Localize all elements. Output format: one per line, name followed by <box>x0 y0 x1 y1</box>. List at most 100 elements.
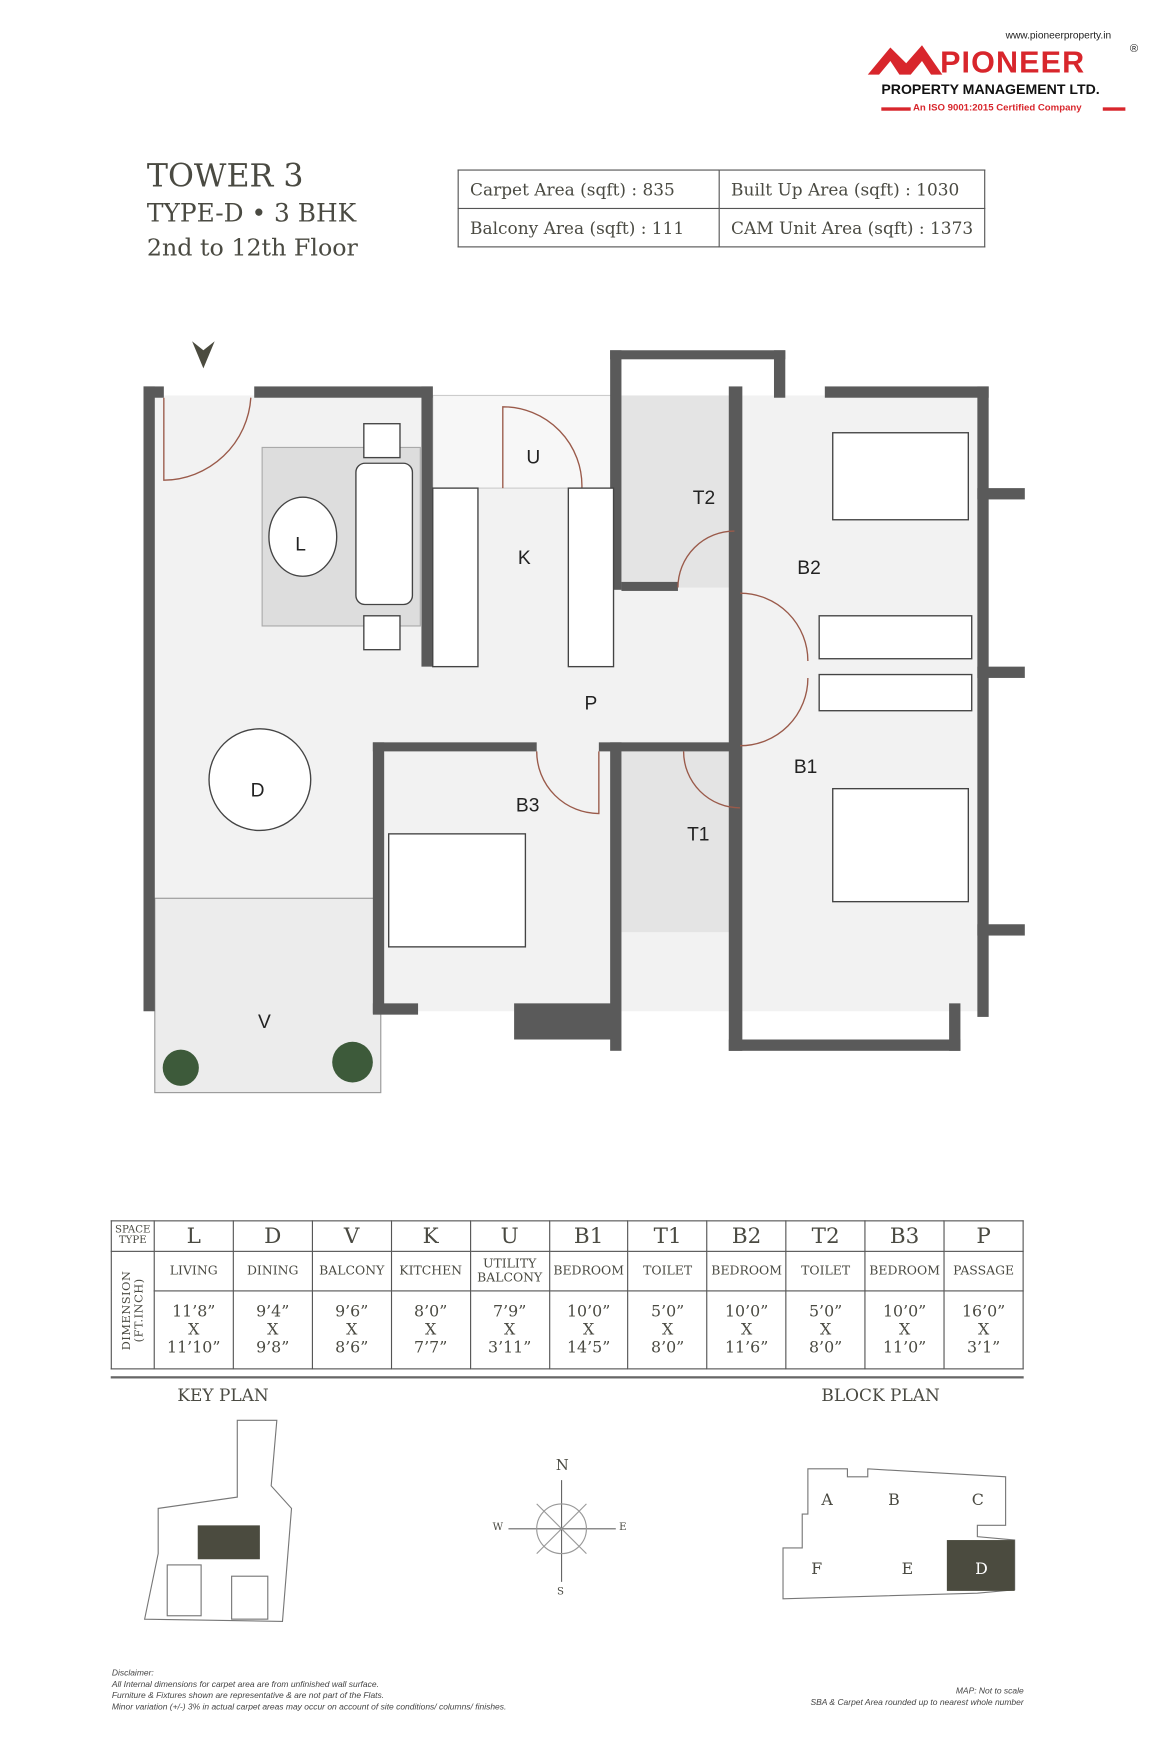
space-code: B1 <box>548 1220 629 1252</box>
space-type-label: SPACE TYPE <box>110 1220 155 1252</box>
dimension-d2: 11’6” <box>724 1338 769 1358</box>
block-plan-title: BLOCK PLAN <box>821 1385 940 1406</box>
compass-n: N <box>555 1457 569 1475</box>
unit-type: TYPE-D • 3 BHK <box>146 199 357 229</box>
dimension-d2: 11’0” <box>882 1338 927 1358</box>
notes: MAP: Not to scale SBA & Carpet Area roun… <box>730 1685 1024 1709</box>
space-code: T2 <box>785 1220 866 1252</box>
disclaimer: Disclaimer: All Internal dimensions for … <box>112 1668 506 1713</box>
dimension-x: X <box>662 1320 674 1339</box>
dimension-x: X <box>504 1320 516 1339</box>
block-f: F <box>811 1560 823 1579</box>
disclaimer-line: All Internal dimensions for carpet area … <box>111 1679 379 1690</box>
carpet-area: Carpet Area (sqft) : 835 <box>457 169 720 210</box>
dimension-x: X <box>267 1320 279 1339</box>
dimension-d1: 16’0” <box>961 1302 1006 1321</box>
dimension-d2: 11’10” <box>167 1338 221 1358</box>
space-name: LIVING <box>153 1250 234 1292</box>
walls <box>143 350 1025 1051</box>
block-c: C <box>971 1491 984 1510</box>
space-code: K <box>390 1220 471 1252</box>
room-label-kitchen: K <box>517 546 531 569</box>
balcony-area: Balcony Area (sqft) : 111 <box>457 207 720 248</box>
dimension-d1: 9’6” <box>335 1302 369 1321</box>
block-plan-map <box>782 1468 1016 1600</box>
dimension-d1: 9’4” <box>256 1302 290 1321</box>
dimension-d1: 11’8” <box>172 1302 216 1321</box>
space-code: V <box>311 1220 392 1252</box>
tower-highlight <box>197 1525 260 1560</box>
registered-mark: ® <box>1129 42 1139 56</box>
space-name: TOILET <box>627 1250 708 1292</box>
space-name: BALCONY <box>311 1250 392 1292</box>
plants <box>162 1041 373 1086</box>
divider <box>110 1376 1024 1379</box>
space-name: TOILET <box>785 1250 866 1292</box>
block-b: B <box>888 1491 900 1510</box>
space-code: B2 <box>706 1220 787 1252</box>
block-e: E <box>901 1560 914 1579</box>
dimension-x: X <box>188 1320 200 1339</box>
space-name: KITCHEN <box>390 1250 471 1292</box>
compass-icon <box>508 1480 616 1582</box>
rounding-note: SBA & Carpet Area rounded up to nearest … <box>810 1697 1024 1708</box>
disclaimer-title: Disclaimer: <box>111 1667 154 1678</box>
room-label-toilet-1: T1 <box>687 823 710 846</box>
logo-certification: An ISO 9001:2015 Certified Company <box>912 101 1082 113</box>
logo-subtitle: PROPERTY MANAGEMENT LTD. <box>881 81 1100 98</box>
space-code: B3 <box>864 1220 945 1252</box>
entry-arrow-icon <box>192 341 215 369</box>
dimension-x: X <box>977 1320 990 1339</box>
room-label-balcony: V <box>257 1011 271 1033</box>
space-code: T1 <box>627 1220 708 1252</box>
compass-w: W <box>492 1521 504 1534</box>
dimension-d2: 9’8” <box>256 1338 290 1358</box>
block-a: A <box>821 1491 833 1510</box>
space-code: D <box>232 1220 313 1252</box>
dimension-x: X <box>583 1320 595 1339</box>
key-plan-map <box>143 1419 293 1622</box>
dimension-label: DIMENSION (FT.INCH) <box>120 1270 146 1350</box>
compass-s: S <box>557 1586 565 1598</box>
block-d: D <box>975 1560 988 1579</box>
space-name: PASSAGE <box>943 1250 1024 1292</box>
dimension-x: X <box>898 1320 911 1339</box>
disclaimer-line: Furniture & Fixtures shown are represent… <box>111 1690 385 1701</box>
dimension-d1: 8’0” <box>414 1302 448 1321</box>
dimension-d1: 5’0” <box>808 1302 843 1321</box>
space-code: L <box>153 1220 234 1252</box>
cam-area: CAM Unit Area (sqft) : 1373 <box>718 207 986 248</box>
dimension-d1: 7’9” <box>493 1302 527 1321</box>
room-label-bedroom-1: B1 <box>793 755 818 778</box>
block-d-highlight <box>946 1540 1015 1591</box>
space-name: BEDROOM <box>548 1250 629 1292</box>
dimension-d1: 5’0” <box>651 1302 685 1321</box>
space-name: BEDROOM <box>864 1250 945 1292</box>
room-label-toilet-2: T2 <box>692 486 716 509</box>
dimension-d2: 7’7” <box>414 1338 448 1358</box>
space-code: P <box>943 1220 1024 1252</box>
dimension-d2: 8’0” <box>651 1338 685 1358</box>
logo-url: www.pioneerproperty.in <box>1005 29 1112 41</box>
disclaimer-line: Minor variation (+/-) 3% in actual carpe… <box>111 1701 507 1712</box>
map-note: MAP: Not to scale <box>955 1685 1024 1696</box>
room-label-passage: P <box>584 692 598 715</box>
dimension-d2: 3’1” <box>966 1338 1001 1358</box>
dimension-d1: 10’0” <box>882 1302 927 1321</box>
dimension-d2: 8’6” <box>335 1338 369 1358</box>
house-logo-icon <box>867 45 943 75</box>
room-label-living: L <box>295 533 306 555</box>
floor-plan <box>143 341 1025 1094</box>
tower-title: TOWER 3 <box>146 157 304 195</box>
room-label-bedroom-3: B3 <box>515 794 540 816</box>
